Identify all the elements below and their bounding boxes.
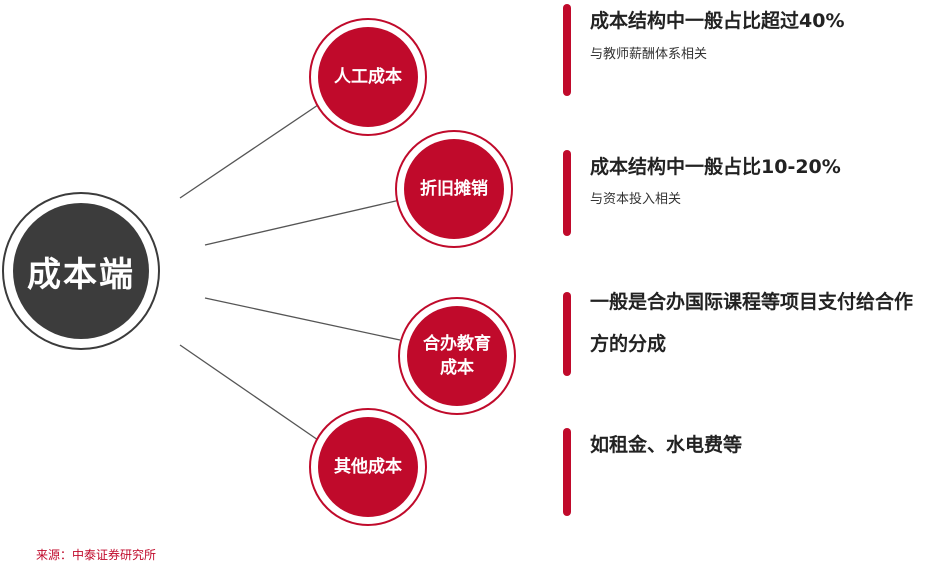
- node-inner: 折旧摊销: [404, 139, 504, 239]
- connector-line-4: [179, 344, 319, 441]
- node-depreciation: 折旧摊销: [395, 130, 513, 248]
- accent-bar-1: [563, 4, 571, 96]
- cost-side-hub: 成本端: [2, 192, 160, 350]
- accent-bar-2: [563, 150, 571, 236]
- accent-bar-3: [563, 292, 571, 376]
- connector-line-3: [204, 297, 401, 341]
- desc-subtitle: 与教师薪酬体系相关: [590, 47, 708, 62]
- hub-inner: 成本端: [13, 203, 149, 339]
- node-other-cost: 其他成本: [309, 408, 427, 526]
- desc-title: 成本结构中一般占比超过40%: [590, 10, 845, 32]
- node-label: 人工成本: [334, 67, 402, 87]
- node-label: 合办教育成本: [423, 334, 491, 378]
- node-inner: 人工成本: [318, 27, 418, 127]
- node-label: 其他成本: [334, 457, 402, 477]
- node-inner: 合办教育成本: [407, 306, 507, 406]
- desc-subtitle: 与资本投入相关: [590, 192, 682, 207]
- node-joint-education-cost: 合办教育成本: [398, 297, 516, 415]
- desc-title: 一般是合办国际课程等项目支付给合作方的分成: [590, 291, 914, 355]
- desc-title: 成本结构中一般占比10-20%: [590, 156, 841, 178]
- node-inner: 其他成本: [318, 417, 418, 517]
- connector-line-1: [179, 104, 319, 199]
- accent-bar-4: [563, 428, 571, 516]
- node-labor-cost: 人工成本: [309, 18, 427, 136]
- source-note: 来源：中泰证券研究所: [36, 548, 157, 562]
- node-label: 折旧摊销: [420, 179, 488, 199]
- hub-label: 成本端: [27, 254, 135, 295]
- connector-line-2: [204, 199, 401, 246]
- desc-title: 如租金、水电费等: [590, 434, 743, 456]
